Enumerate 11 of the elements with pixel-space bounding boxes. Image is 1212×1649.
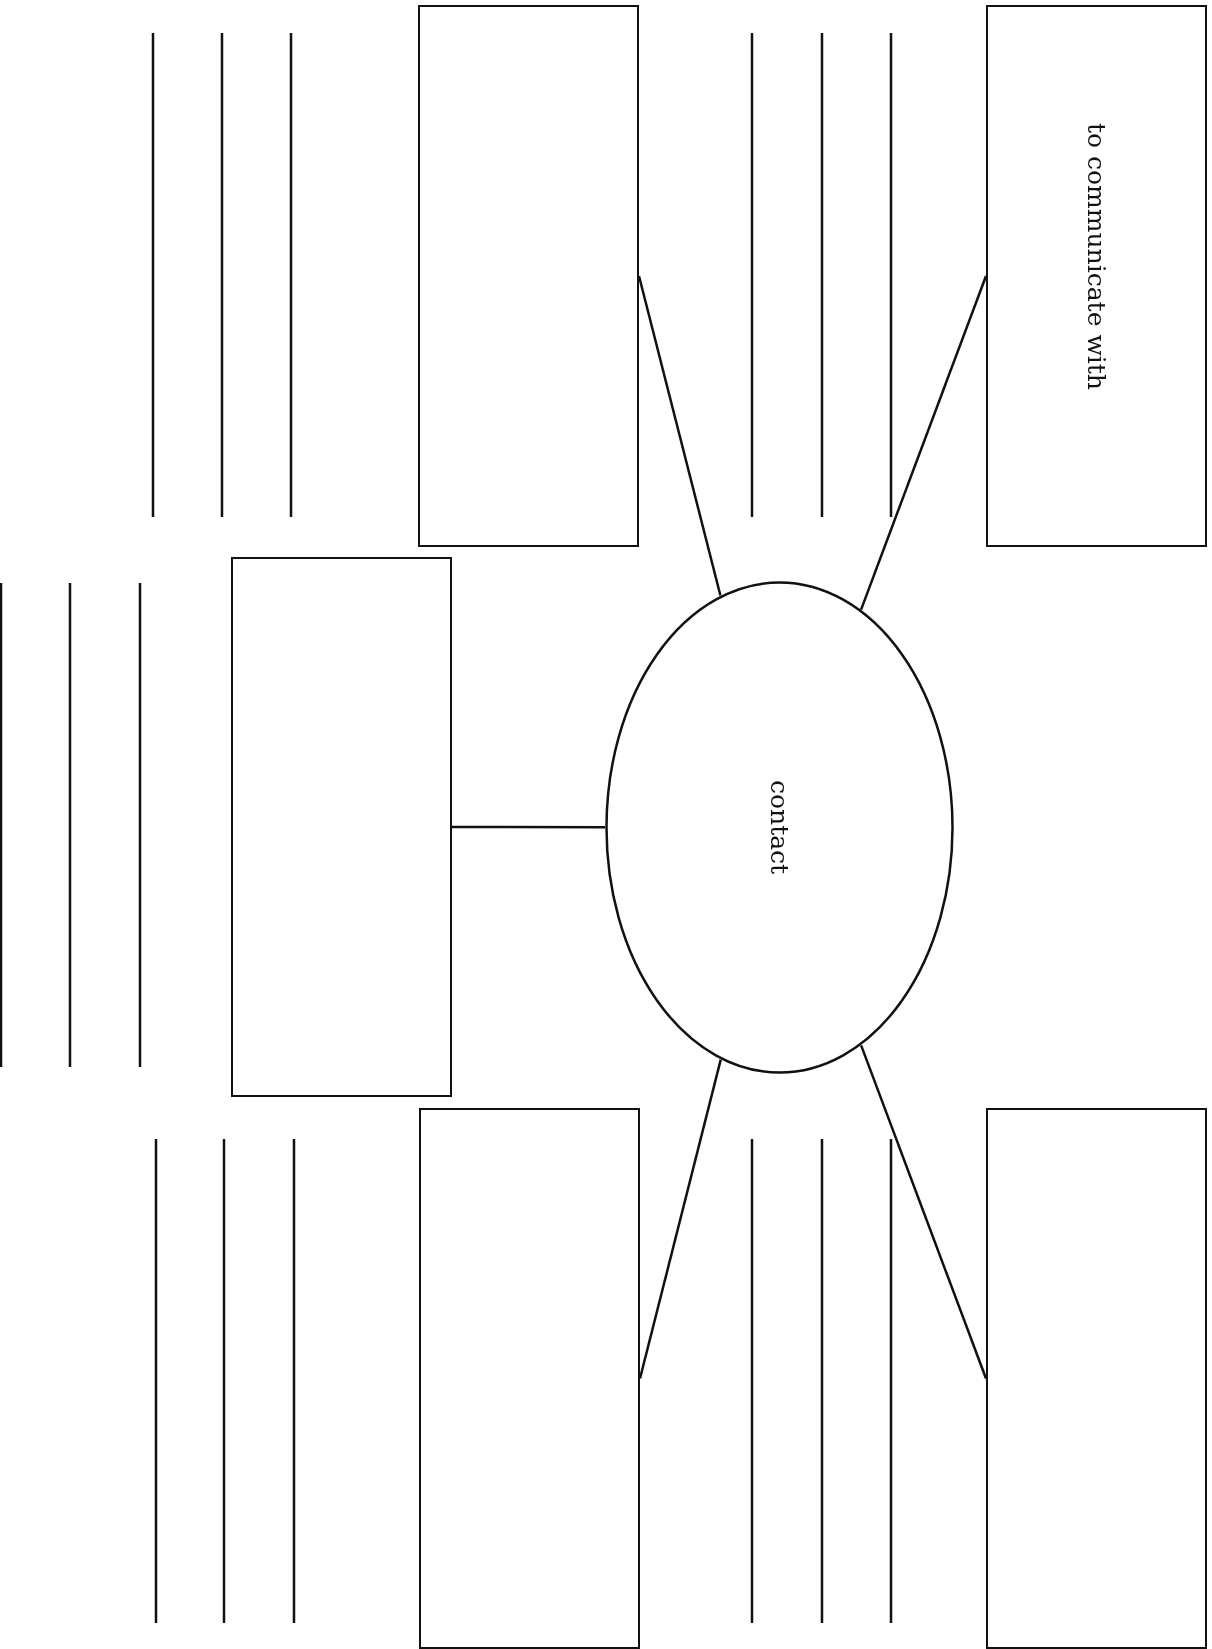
text-box bbox=[986, 5, 1207, 547]
center-word: contact bbox=[765, 780, 794, 875]
oval-shape bbox=[605, 581, 954, 1074]
connector-line bbox=[452, 825, 605, 829]
box-label: to communicate with bbox=[1082, 123, 1111, 390]
text-box bbox=[986, 1108, 1207, 1649]
connector-line bbox=[859, 275, 988, 611]
text-box bbox=[419, 1108, 640, 1649]
connector-line bbox=[859, 1044, 988, 1379]
text-box bbox=[231, 557, 452, 1097]
text-box bbox=[418, 5, 639, 547]
